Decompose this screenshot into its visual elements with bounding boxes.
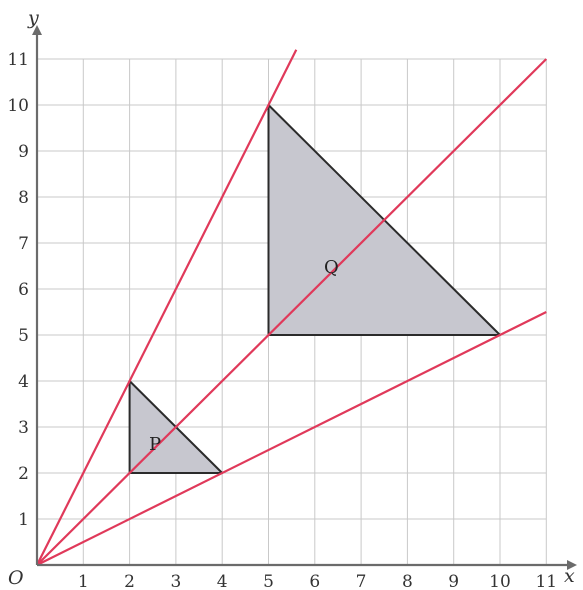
y-tick-label: 8 bbox=[18, 188, 29, 208]
origin-label: O bbox=[8, 567, 24, 589]
y-axis-label: y bbox=[27, 7, 39, 29]
shape-q-label: Q bbox=[324, 257, 339, 278]
x-tick-label: 9 bbox=[448, 572, 459, 590]
y-tick-label: 6 bbox=[18, 280, 29, 300]
x-tick-label: 8 bbox=[402, 572, 413, 590]
x-tick-label: 3 bbox=[170, 572, 181, 590]
x-tick-label: 10 bbox=[489, 572, 511, 590]
rays bbox=[36, 49, 548, 566]
ray-line-3 bbox=[36, 311, 547, 566]
x-tick-label: 1 bbox=[78, 572, 89, 590]
x-tick-label: 4 bbox=[217, 572, 228, 590]
x-tick-label: 2 bbox=[124, 572, 135, 590]
y-tick-label: 10 bbox=[7, 96, 29, 116]
ray-line-2 bbox=[36, 58, 548, 566]
x-tick-label: 7 bbox=[356, 572, 367, 590]
y-tick-label: 5 bbox=[18, 326, 29, 346]
shape-p-label: P bbox=[149, 434, 161, 455]
x-axis-label: x bbox=[564, 565, 575, 587]
y-tick-label: 7 bbox=[18, 234, 29, 254]
y-tick-label: 3 bbox=[18, 418, 29, 438]
y-tick-label: 4 bbox=[18, 372, 29, 392]
axes bbox=[32, 25, 577, 570]
y-tick-label: 9 bbox=[18, 142, 29, 162]
x-tick-label: 6 bbox=[309, 572, 320, 590]
y-tick-label: 2 bbox=[18, 464, 29, 484]
y-tick-label: 1 bbox=[18, 510, 29, 530]
x-tick-label: 11 bbox=[535, 572, 557, 590]
ray-line-1 bbox=[36, 49, 298, 566]
x-tick-label: 5 bbox=[263, 572, 274, 590]
y-tick-label: 11 bbox=[7, 50, 29, 70]
